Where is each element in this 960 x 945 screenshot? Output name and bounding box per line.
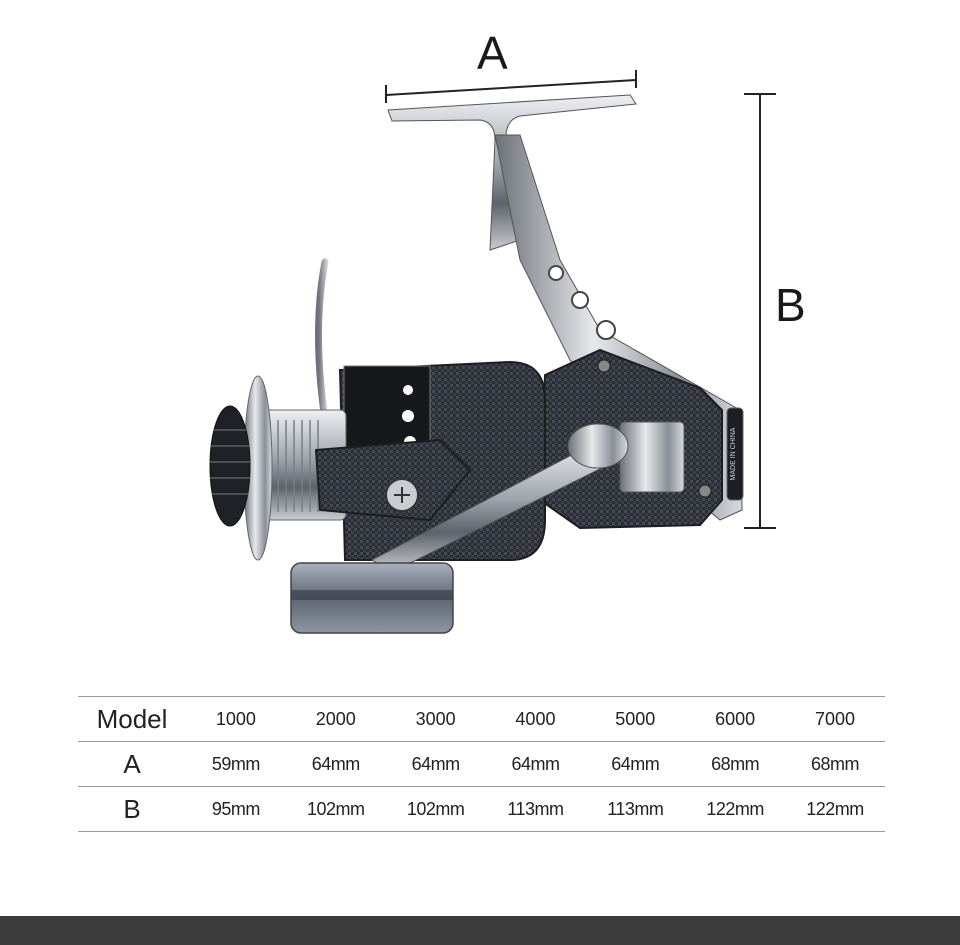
table-row: A 59mm 64mm 64mm 64mm 64mm 68mm 68mm [78,741,885,787]
table-cell: 68mm [685,741,786,787]
table-cell: 68mm [785,741,885,787]
table-cell: 3000 [385,696,486,742]
table-cell: 122mm [685,786,786,832]
table-cell: 102mm [385,786,486,832]
table-cell: 64mm [585,741,686,787]
table-row: Model 1000 2000 3000 4000 5000 6000 7000 [78,696,885,742]
table-cell: 95mm [186,786,286,832]
row-header-a: A [78,741,186,787]
dimension-a-label: A [477,27,508,79]
table-cell: 113mm [585,786,686,832]
table-cell: 64mm [285,741,386,787]
table-cell: 64mm [385,741,486,787]
table-cell: 64mm [485,741,586,787]
table-cell: 1000 [186,696,286,742]
table-cell: 113mm [485,786,586,832]
reel-handle-arm [314,423,629,573]
row-header-b: B [78,786,186,832]
dimension-b-label: B [775,279,806,331]
table-cell: 59mm [186,741,286,787]
table-row: B 95mm 102mm 102mm 113mm 113mm 122mm 122… [78,786,885,832]
dimension-b-line [744,93,776,529]
table-cell: 2000 [285,696,386,742]
table-cell: 7000 [785,696,885,742]
spinning-reel-illustration: MADE IN CHINA [209,70,776,634]
spec-table: Model 1000 2000 3000 4000 5000 6000 7000… [78,696,885,832]
table-cell: 4000 [485,696,586,742]
dimension-a-line [385,70,637,103]
row-header-model: Model [78,696,186,742]
table-cell: 5000 [585,696,686,742]
footer-bar [0,916,960,945]
table-cell: 122mm [785,786,885,832]
made-in-china-imprint: MADE IN CHINA [730,427,737,480]
table-cell: 6000 [685,696,786,742]
reel-handle-knob [290,562,454,634]
table-cell: 102mm [285,786,386,832]
